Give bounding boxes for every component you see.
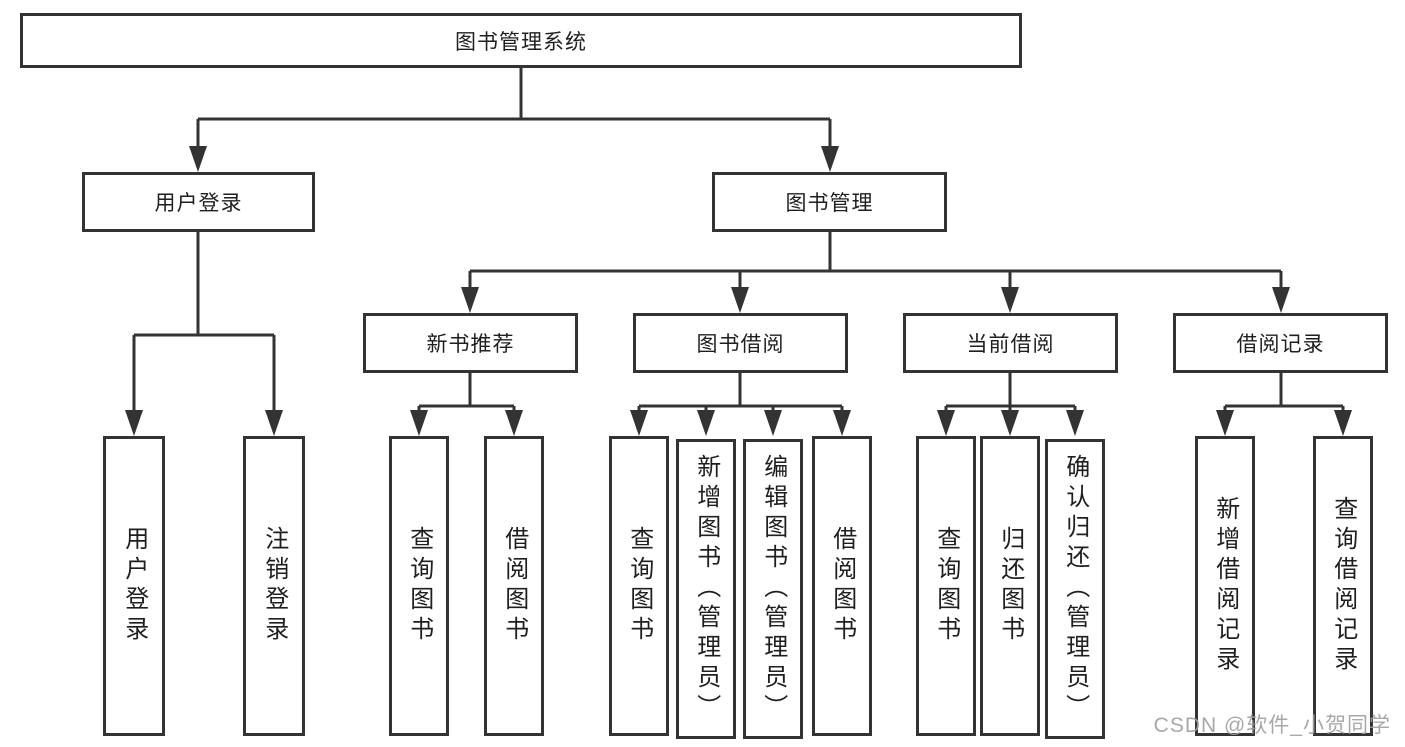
leaf-borrow-borrow-book: 借阅图书 (812, 436, 872, 736)
node-borrowing-records: 借阅记录 (1173, 313, 1388, 373)
arrowhead-borrow-records-leaves (1216, 410, 1352, 436)
connector-book-mgmt-to-level3 (468, 232, 1283, 291)
connector-root-to-level2 (196, 68, 832, 150)
arrowhead-new-book-leaves (410, 410, 523, 436)
leaf-logout: 注销登录 (243, 436, 305, 736)
leaf-borrow-query-book: 查询图书 (609, 436, 669, 736)
node-new-book-recommend: 新书推荐 (363, 313, 578, 373)
connector-new-book-to-leaves (417, 373, 516, 412)
leaf-current-confirm-return-admin: 确认归还（管理员） (1045, 439, 1105, 739)
leaf-current-return-book: 归还图书 (980, 436, 1040, 736)
connector-borrow-records-to-leaves (1223, 373, 1345, 412)
leaf-borrow-add-book-admin: 新增图书（管理员） (676, 439, 736, 739)
leaf-current-query-book: 查询图书 (916, 436, 976, 736)
leaf-records-add-record: 新增借阅记录 (1195, 436, 1255, 736)
leaf-newbook-borrow-book: 借阅图书 (484, 436, 544, 736)
arrowhead-level2 (189, 146, 839, 172)
connector-current-borrow-to-leaves (944, 373, 1077, 412)
connector-book-borrow-to-leaves (637, 373, 844, 412)
arrowhead-current-borrow-leaves (937, 410, 1084, 436)
node-current-borrowing: 当前借阅 (903, 313, 1118, 373)
leaf-records-query-record: 查询借阅记录 (1313, 436, 1373, 736)
node-book-management: 图书管理 (712, 172, 947, 232)
node-book-borrowing: 图书借阅 (633, 313, 848, 373)
leaf-borrow-edit-book-admin: 编辑图书（管理员） (743, 439, 803, 739)
node-user-login: 用户登录 (82, 172, 315, 232)
leaf-user-login: 用户登录 (103, 436, 165, 736)
leaf-newbook-query-book: 查询图书 (389, 436, 449, 736)
node-root-library-system: 图书管理系统 (20, 13, 1022, 68)
arrowhead-book-borrow-leaves (630, 410, 851, 436)
arrowhead-user-login-leaves (125, 410, 283, 436)
watermark: CSDN @软件_小贺同学 (1153, 714, 1391, 737)
connector-user-login-to-leaves (132, 232, 276, 414)
arrowhead-level3 (461, 287, 1290, 313)
